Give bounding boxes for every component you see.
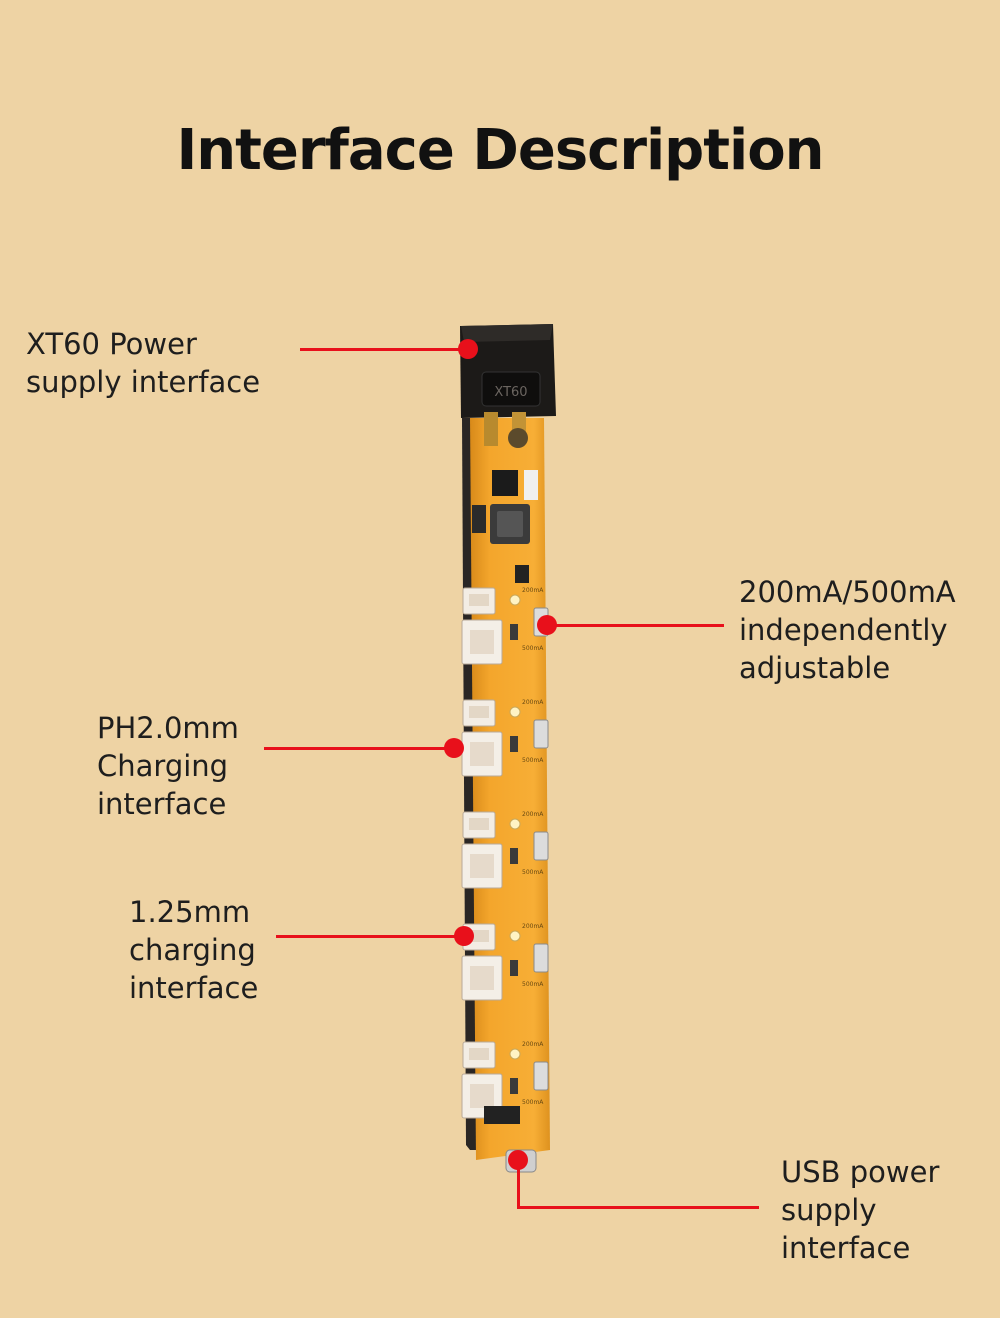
current-low-text: 200mA [522,699,544,706]
current-high-text: 500mA [522,1099,544,1106]
ph20-leader [264,747,454,750]
current-high-text: 500mA [522,645,544,652]
mm125-leader [276,935,464,938]
current-low-text: 200mA [522,923,544,930]
current-low-text: 200mA [522,1041,544,1048]
current-adjust-label: 200mA/500mA independently adjustable [739,575,956,685]
current-switch [533,831,549,861]
xt60-label: XT60 Power supply interface [26,327,261,399]
ph20-dot [444,738,464,758]
mm125-dot [454,926,474,946]
current-switch [533,719,549,749]
usb-dot [508,1150,528,1170]
usb-leader-horizontal [517,1206,759,1209]
xt60-leader [300,348,468,351]
current-high-text: 500mA [522,869,544,876]
current-high-text: 500mA [522,981,544,988]
mm125-label: 1.25mm charging interface [129,895,259,1005]
xt60-connector: XT60 [460,324,556,448]
current-adjust-leader [547,624,724,627]
ph20-label: PH2.0mm Charging interface [97,711,239,821]
current-low-text: 200mA [522,587,544,594]
current-adjust-dot [537,615,557,635]
current-switch [533,1061,549,1091]
usb-label: USB power supply interface [781,1155,940,1265]
current-switch [533,943,549,973]
usb-leader-vertical [517,1160,520,1208]
current-low-text: 200mA [522,811,544,818]
page-title: Interface Description [176,118,824,183]
xt60-connector-text: XT60 [494,385,527,400]
xt60-dot [458,339,478,359]
current-high-text: 500mA [522,757,544,764]
